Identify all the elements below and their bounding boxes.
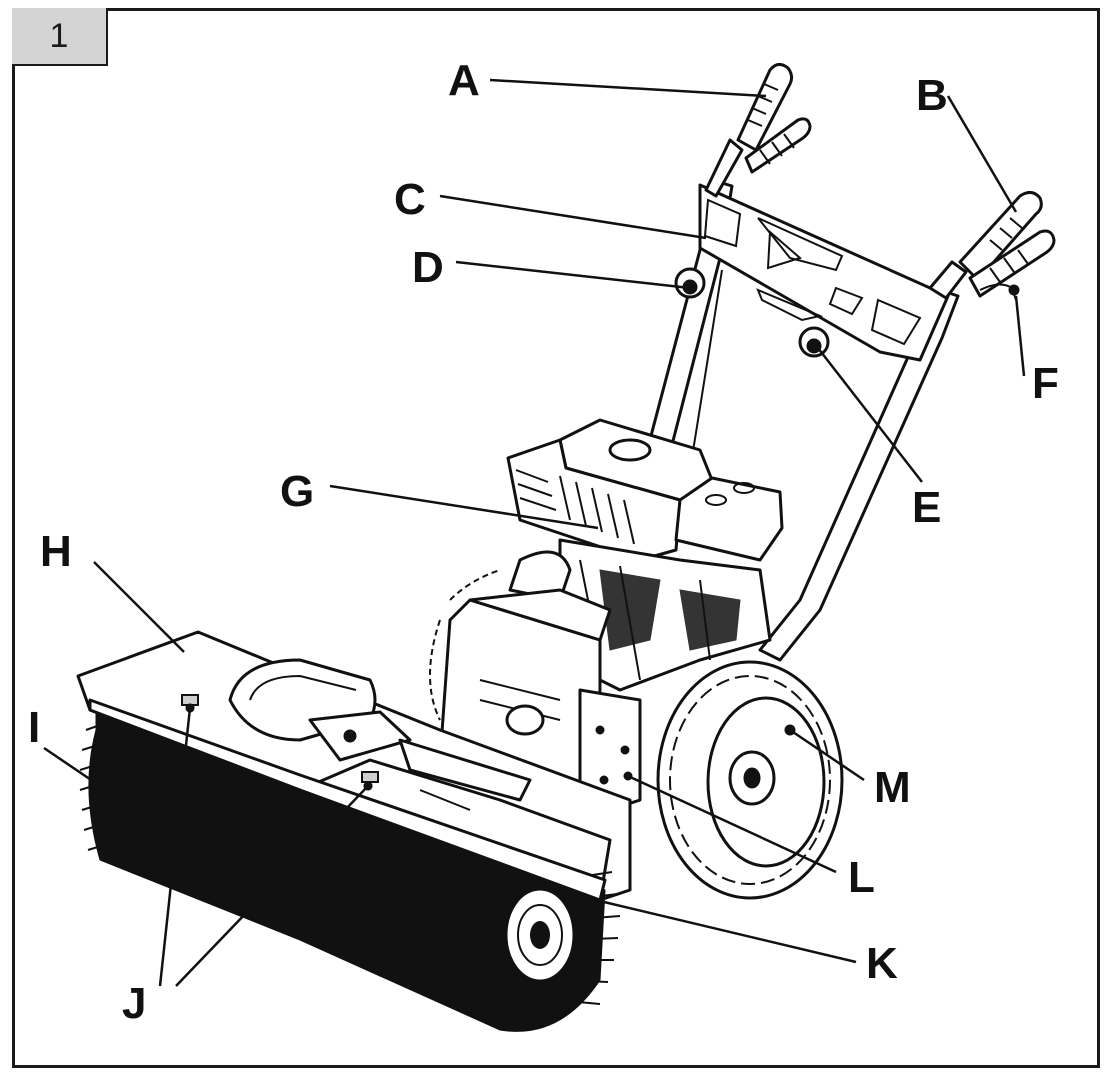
leader-d xyxy=(455,260,691,290)
callout-k: K xyxy=(866,939,898,988)
leader-i xyxy=(43,746,101,788)
leader-dot-l xyxy=(623,771,633,781)
leader-lines xyxy=(43,78,1026,987)
callout-i: I xyxy=(28,703,40,752)
figure-number: 1 xyxy=(49,16,69,55)
leader-b xyxy=(946,95,1018,213)
callout-l: L xyxy=(848,853,875,902)
callout-j: J xyxy=(122,979,146,1028)
handle-assembly xyxy=(640,63,1056,662)
leader-m xyxy=(789,728,865,782)
leader-l xyxy=(627,774,837,874)
brush xyxy=(79,698,621,1032)
callout-m: M xyxy=(874,763,911,812)
leader-f xyxy=(1014,295,1026,377)
leader-j1 xyxy=(158,707,192,987)
leader-dot-j2 xyxy=(363,781,373,791)
callout-f: F xyxy=(1032,359,1059,408)
leader-k xyxy=(603,900,857,964)
callout-h: H xyxy=(40,527,72,576)
leader-g xyxy=(329,484,599,530)
callout-b: B xyxy=(916,71,948,120)
leader-c xyxy=(439,194,707,240)
leader-h xyxy=(93,561,185,653)
engine xyxy=(506,418,784,692)
callout-a: A xyxy=(448,56,480,105)
figure-number-tab: 1 xyxy=(12,8,108,66)
wheel xyxy=(656,660,844,900)
leader-a xyxy=(489,78,767,98)
leader-dot-j1 xyxy=(185,703,195,713)
callout-c: C xyxy=(394,175,426,224)
leader-j2 xyxy=(175,785,369,987)
callout-labels: A B C D E F G H I J K L M xyxy=(28,56,1059,1028)
callout-e: E xyxy=(912,483,941,532)
brush-housing xyxy=(76,630,632,902)
leader-e xyxy=(817,347,923,483)
callout-d: D xyxy=(412,243,444,292)
callout-g: G xyxy=(280,467,314,516)
